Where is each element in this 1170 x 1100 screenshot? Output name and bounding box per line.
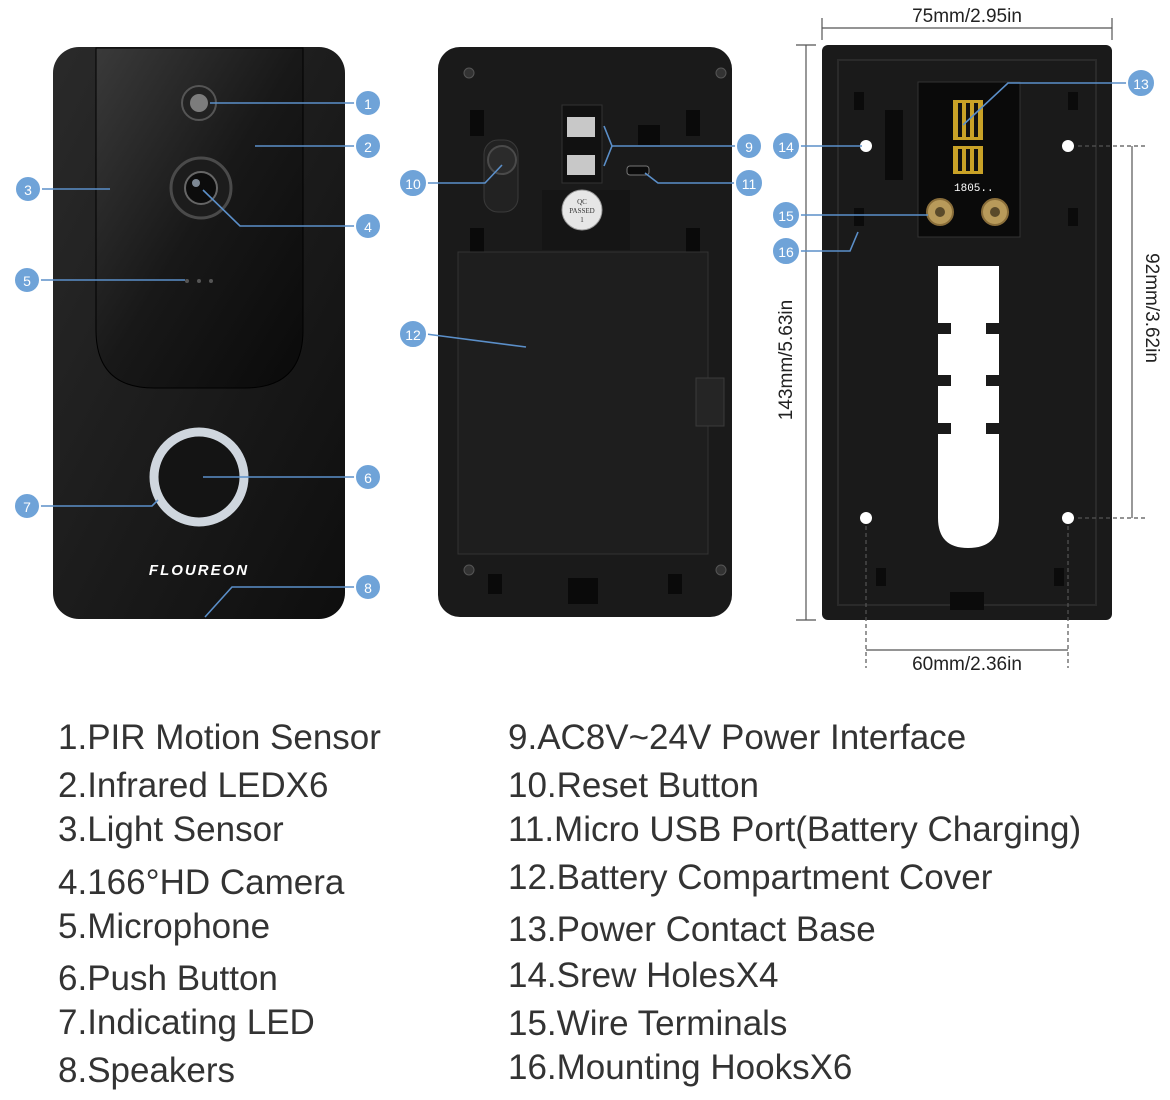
legend-item: 14.Srew HolesX4: [508, 956, 779, 995]
legend-item: 4.166°HD Camera: [58, 863, 345, 902]
svg-text:2: 2: [364, 139, 372, 155]
legend-item: 5.Microphone: [58, 907, 271, 946]
svg-text:10: 10: [405, 176, 421, 192]
legend-item: 16.Mounting HooksX6: [508, 1048, 853, 1087]
legend-item: 15.Wire Terminals: [508, 1004, 788, 1043]
callout-12: 12: [398, 319, 428, 349]
dim-height-left: 143mm/5.63in: [776, 300, 797, 420]
svg-text:1: 1: [364, 96, 372, 112]
brand-logo: FLOUREON: [149, 562, 249, 579]
svg-text:14: 14: [778, 139, 794, 155]
dim-height-right: 92mm/3.62in: [1141, 253, 1162, 363]
svg-text:13: 13: [1133, 76, 1149, 92]
callout-15: 15: [771, 200, 801, 230]
svg-text:9: 9: [745, 139, 753, 155]
screw-hole: [860, 140, 872, 152]
legend-item: 6.Push Button: [58, 959, 278, 998]
svg-text:4: 4: [364, 219, 372, 235]
callout-13: 13: [1126, 68, 1156, 98]
legend-item: 12.Battery Compartment Cover: [508, 858, 993, 897]
legend-item: 11.Micro USB Port(Battery Charging): [508, 810, 1082, 849]
legend-item: 2.Infrared LEDX6: [58, 766, 329, 805]
callout-14: 14: [771, 131, 801, 161]
mounting-plate: 1805..: [822, 45, 1112, 620]
svg-text:QC: QC: [577, 198, 587, 206]
back-view: QC PASSED 1: [438, 47, 732, 617]
callout-2: 2: [354, 132, 382, 160]
legend-item: 7.Indicating LED: [58, 1003, 315, 1042]
legend-item: 9.AC8V~24V Power Interface: [508, 718, 967, 757]
dim-width-top: 75mm/2.95in: [912, 6, 1022, 27]
svg-text:7: 7: [23, 499, 31, 515]
svg-text:PASSED: PASSED: [569, 207, 594, 215]
leader-lines: [40, 82, 1127, 618]
legend-item: 3.Light Sensor: [58, 810, 284, 849]
doorbell-diagram: FLOUREON QC PASSED 1: [13, 6, 1162, 675]
callout-4: 4: [354, 212, 382, 240]
microphone-hole: [185, 279, 189, 283]
svg-text:12: 12: [405, 327, 421, 343]
dim-width-bottom: 60mm/2.36in: [912, 654, 1022, 675]
legend-item: 10.Reset Button: [508, 766, 759, 805]
legend-item: 13.Power Contact Base: [508, 910, 876, 949]
svg-text:5: 5: [23, 273, 31, 289]
battery-cover: [457, 251, 709, 555]
front-view: FLOUREON: [53, 47, 345, 619]
callout-5: 5: [13, 266, 41, 294]
svg-text:15: 15: [778, 208, 794, 224]
svg-text:6: 6: [364, 470, 372, 486]
callout-1: 1: [354, 89, 382, 117]
svg-text:8: 8: [364, 580, 372, 596]
qc-sticker: [561, 189, 603, 231]
svg-text:16: 16: [778, 244, 794, 260]
svg-text:1805..: 1805..: [954, 183, 994, 195]
callout-9: 9: [735, 132, 763, 160]
callout-6: 6: [354, 463, 382, 491]
callout-8: 8: [354, 573, 382, 601]
legend-item: 1.PIR Motion Sensor: [58, 718, 381, 757]
callout-7: 7: [13, 492, 41, 520]
svg-text:11: 11: [742, 176, 757, 192]
legend-item: 8.Speakers: [58, 1051, 236, 1090]
dimensions: 75mm/2.95in 143mm/5.63in 92mm/3.62in 60m…: [776, 6, 1162, 675]
callout-3: 3: [14, 175, 42, 203]
svg-text:3: 3: [24, 182, 32, 198]
callout-10: 10: [398, 168, 428, 198]
cable-slot: [938, 266, 999, 548]
svg-text:1: 1: [580, 216, 584, 224]
callout-16: 16: [771, 236, 801, 266]
callout-11: 11: [734, 168, 764, 198]
micro-usb-port: [626, 165, 650, 176]
callouts: 1 2 3 4 5 6 7 8 9 10 11 12 13 14 15 16: [13, 68, 1156, 601]
